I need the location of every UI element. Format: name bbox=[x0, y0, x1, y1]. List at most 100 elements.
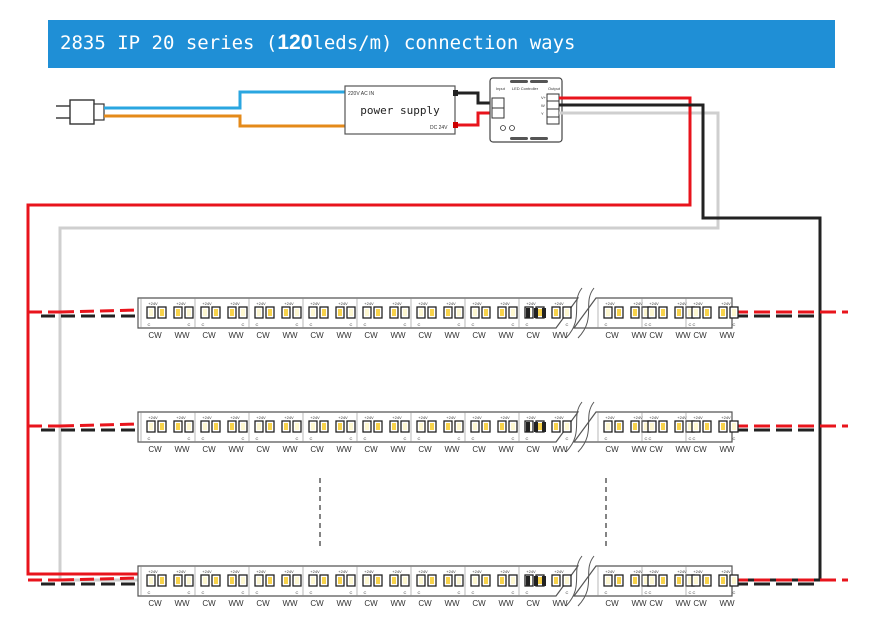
controller-output-tag: Output bbox=[548, 86, 561, 91]
strip-plus-label: +24V bbox=[554, 301, 564, 306]
cw-label: CW bbox=[605, 445, 619, 454]
strip-minus-label: C bbox=[605, 322, 608, 327]
strip-minus-label: C bbox=[296, 436, 299, 441]
cw-label: CW bbox=[148, 599, 162, 608]
strip-plus-label: +24V bbox=[392, 301, 402, 306]
ww-label: WW bbox=[174, 599, 190, 608]
controller-title: LED Controller bbox=[512, 86, 539, 91]
cw-label: CW bbox=[649, 445, 663, 454]
strip-minus-label: C bbox=[512, 322, 515, 327]
strip-plus-label: +24V bbox=[176, 415, 186, 420]
strip-minus-label: C bbox=[649, 436, 652, 441]
strip-plus-label: +24V bbox=[418, 415, 428, 420]
ww-label: WW bbox=[390, 445, 406, 454]
ww-label: WW bbox=[444, 331, 460, 340]
strip-plus-label: +24V bbox=[230, 569, 240, 574]
strip-plus-label: +24V bbox=[472, 415, 482, 420]
ww-label: WW bbox=[719, 331, 735, 340]
cw-label: CW bbox=[418, 599, 432, 608]
cw-label: CW bbox=[693, 599, 707, 608]
strip-plus-label: +24V bbox=[148, 569, 158, 574]
cw-label: CW bbox=[526, 599, 540, 608]
strip-minus-label: C bbox=[188, 322, 191, 327]
strip-plus-label: +24V bbox=[526, 415, 536, 420]
strip-plus-label: +24V bbox=[256, 415, 266, 420]
strip-minus-label: C bbox=[526, 590, 529, 595]
ww-label: WW bbox=[444, 445, 460, 454]
strip-minus-label: C bbox=[148, 322, 151, 327]
strip-plus-label: +24V bbox=[446, 415, 456, 420]
ellipsis-dashed-lines bbox=[319, 478, 607, 548]
strip-minus-label: C bbox=[350, 436, 353, 441]
strip-minus-label: C bbox=[689, 322, 692, 327]
controller-pin-2: Y bbox=[541, 111, 544, 116]
cw-label: CW bbox=[526, 331, 540, 340]
ww-label: WW bbox=[631, 599, 647, 608]
strip-plus-label: +24V bbox=[176, 569, 186, 574]
strip-plus-label: +24V bbox=[418, 301, 428, 306]
strip-minus-label: C bbox=[310, 590, 313, 595]
strip-minus-label: C bbox=[242, 322, 245, 327]
strip-minus-label: C bbox=[649, 322, 652, 327]
strip-minus-label: C bbox=[418, 436, 421, 441]
strip-minus-label: C bbox=[188, 436, 191, 441]
strip-plus-label: +24V bbox=[202, 301, 212, 306]
strip-minus-label: C bbox=[458, 590, 461, 595]
controller-input-tag: Input bbox=[496, 86, 506, 91]
strip-plus-label: +24V bbox=[677, 301, 687, 306]
cw-label: CW bbox=[256, 599, 270, 608]
ww-label: WW bbox=[719, 445, 735, 454]
strip-minus-label: C bbox=[733, 436, 736, 441]
ww-label: WW bbox=[174, 331, 190, 340]
strip-plus-label: +24V bbox=[605, 301, 615, 306]
strip-minus-label: C bbox=[242, 590, 245, 595]
strip-plus-label: +24V bbox=[677, 415, 687, 420]
strip-plus-label: +24V bbox=[176, 301, 186, 306]
ww-label: WW bbox=[631, 331, 647, 340]
strip-plus-label: +24V bbox=[500, 569, 510, 574]
ac-live-wire bbox=[104, 90, 345, 110]
strip-plus-label: +24V bbox=[392, 415, 402, 420]
cw-label: CW bbox=[649, 599, 663, 608]
strip-plus-label: +24V bbox=[230, 301, 240, 306]
strip-minus-label: C bbox=[418, 590, 421, 595]
title-suffix: leds/m) connection ways bbox=[312, 32, 576, 54]
strip-minus-label: C bbox=[188, 590, 191, 595]
strip-plus-label: +24V bbox=[554, 415, 564, 420]
strip-minus-label: C bbox=[256, 322, 259, 327]
strip-minus-label: C bbox=[364, 436, 367, 441]
strip-minus-label: C bbox=[202, 322, 205, 327]
strip-plus-label: +24V bbox=[633, 415, 643, 420]
strip-minus-label: C bbox=[310, 436, 313, 441]
strip-minus-label: C bbox=[733, 590, 736, 595]
strip-minus-label: C bbox=[645, 436, 648, 441]
strip-minus-label: C bbox=[472, 590, 475, 595]
strip-minus-label: C bbox=[404, 590, 407, 595]
strip-plus-label: +24V bbox=[310, 569, 320, 574]
ac-plug-icon bbox=[56, 99, 105, 125]
power-supply: 220V AC IN power supply DC 24V bbox=[344, 85, 458, 135]
strip-minus-label: C bbox=[458, 436, 461, 441]
ww-label: WW bbox=[552, 331, 568, 340]
strip-plus-label: +24V bbox=[284, 301, 294, 306]
strip-minus-label: C bbox=[256, 590, 259, 595]
cw-label: CW bbox=[364, 331, 378, 340]
strip-plus-label: +24V bbox=[364, 569, 374, 574]
dc-negative-wire bbox=[458, 91, 492, 105]
ww-label: WW bbox=[282, 599, 298, 608]
